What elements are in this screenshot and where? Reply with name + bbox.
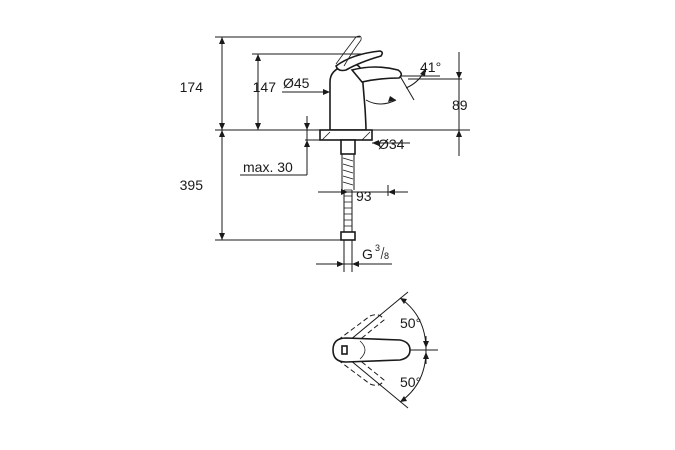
projection-label: 93 xyxy=(356,188,372,204)
lever-top-indicator xyxy=(341,345,348,355)
below-deck-arrow-top xyxy=(219,130,225,137)
max-30-label: max. 30 xyxy=(243,159,293,175)
spout-sweep-arc xyxy=(365,99,397,105)
height-174-arrow-top xyxy=(219,37,225,44)
angle-up-label: 50° xyxy=(400,315,421,331)
hose-connector xyxy=(340,231,356,241)
faucet-spout xyxy=(350,66,403,83)
thread-numerator: 3 xyxy=(375,243,380,253)
mounting-shank xyxy=(340,139,356,155)
spout-sweep-arrow xyxy=(388,96,396,102)
height-147-arrow-top xyxy=(255,54,261,61)
angle-up-arrow-top xyxy=(400,298,407,304)
body-diameter-arrow xyxy=(323,89,330,95)
max-30-arrow-top xyxy=(304,123,310,130)
height-147-label: 147 xyxy=(253,79,277,95)
angle-41-label: 41° xyxy=(420,59,441,75)
angle-down-arrow-bottom xyxy=(400,396,407,402)
thread-fraction-slash xyxy=(380,246,385,260)
mounting-block xyxy=(319,129,373,141)
angle-down-arrow-top xyxy=(423,352,429,359)
side-view: 174 147 Ø45 41° 89 xyxy=(180,35,470,272)
below-deck-label: 395 xyxy=(180,177,204,193)
top-view: 50° 50° xyxy=(332,291,438,409)
projection-arrow-right xyxy=(388,189,395,195)
base-diameter-arrow xyxy=(372,140,379,146)
mounting-hatch-1 xyxy=(321,131,331,141)
spout-height-label: 89 xyxy=(452,97,468,113)
thread-arrow-left xyxy=(337,261,344,267)
spout-height-arrow-bottom xyxy=(456,130,462,137)
projection-arrow-left xyxy=(341,189,348,195)
max-30-arrow-bottom xyxy=(304,140,310,147)
thread-arrow-right xyxy=(352,261,359,267)
angle-up-arrow-bottom xyxy=(423,341,429,348)
height-147-arrow-bottom xyxy=(255,123,261,130)
mounting-hatch-2 xyxy=(361,131,371,141)
lever-raised-ghost xyxy=(335,35,362,67)
thread-denominator: 8 xyxy=(384,251,389,261)
lever-handle xyxy=(335,50,384,72)
lever-rotated-down-ghost xyxy=(337,353,385,386)
height-174-label: 174 xyxy=(180,79,204,95)
thread-letter: G xyxy=(362,246,373,262)
lever-top-neutral xyxy=(332,337,411,363)
lever-top-inner-line xyxy=(359,340,366,360)
lever-rotated-up-ghost xyxy=(337,314,385,347)
spout-height-arrow-top xyxy=(456,72,462,79)
below-deck-arrow-bottom xyxy=(219,233,225,240)
angle-41-arrow xyxy=(420,68,426,76)
height-174-arrow-bottom xyxy=(219,123,225,130)
flexible-hose xyxy=(344,189,352,227)
body-diameter-label: Ø45 xyxy=(283,75,310,91)
mounting-shank-coil xyxy=(342,157,354,186)
faucet-body xyxy=(329,63,367,131)
base-diameter-label: Ø34 xyxy=(378,136,405,152)
angle-down-label: 50° xyxy=(400,374,421,390)
